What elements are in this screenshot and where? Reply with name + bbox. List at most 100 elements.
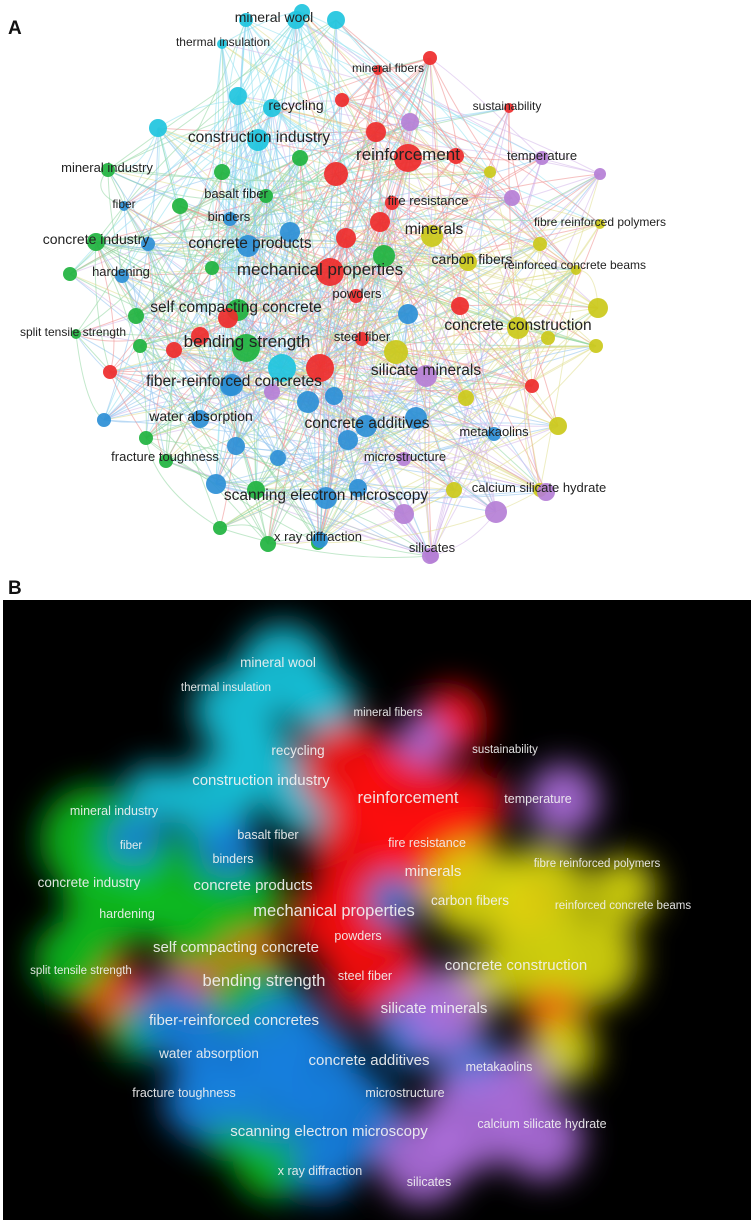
network-link xyxy=(295,19,455,491)
network-link xyxy=(317,351,397,544)
density-label-calcium-silicate-hydrate: calcium silicate hydrate xyxy=(477,1117,606,1131)
density-blob xyxy=(589,856,657,924)
network-link xyxy=(121,275,217,485)
network-node xyxy=(260,536,276,552)
density-label-microstructure: microstructure xyxy=(365,1086,444,1100)
network-node xyxy=(594,168,606,180)
network-node xyxy=(139,431,153,445)
network-link xyxy=(281,261,469,369)
network-link xyxy=(271,107,381,223)
density-blob xyxy=(198,820,258,880)
network-link xyxy=(424,375,433,557)
network-link xyxy=(245,243,541,349)
network-link xyxy=(455,155,559,427)
density-label-construction-industry: construction industry xyxy=(192,772,330,789)
network-link xyxy=(103,384,233,423)
network-link xyxy=(391,202,577,271)
label-metakaolins: metakaolins xyxy=(459,424,529,439)
network-node xyxy=(484,166,496,178)
density-blob xyxy=(547,914,639,1006)
network-node xyxy=(268,354,296,382)
network-node xyxy=(458,390,474,406)
network-link xyxy=(329,131,377,273)
density-blob xyxy=(367,874,419,926)
network-link xyxy=(317,489,541,544)
network-link xyxy=(271,107,469,263)
network-link xyxy=(229,107,273,220)
network-link xyxy=(179,205,461,307)
density-label-silicates: silicates xyxy=(407,1175,451,1189)
label-hardening: hardening xyxy=(92,264,150,279)
node-fire-resistance xyxy=(385,196,399,210)
density-label-water-absorption: water absorption xyxy=(158,1046,259,1061)
network-link xyxy=(403,173,601,460)
network-link xyxy=(377,69,391,223)
label-water-absorption: water absorption xyxy=(148,408,253,424)
network-link xyxy=(235,69,379,447)
node-microstructure xyxy=(397,452,411,466)
network-link xyxy=(459,305,559,427)
label-mineral-fibers: mineral fibers xyxy=(352,61,424,75)
network-node xyxy=(247,481,265,499)
network-link xyxy=(69,205,125,275)
network-link xyxy=(333,269,577,397)
label-self-compacting-concrete: self compacting concrete xyxy=(150,299,321,316)
label-thermal-insulation: thermal insulation xyxy=(176,35,270,49)
density-label-fiber: fiber xyxy=(120,840,143,852)
node-basalt-fiber xyxy=(259,189,273,203)
network-link xyxy=(395,223,601,353)
network-link xyxy=(215,11,303,485)
label-split-tensile-strength: split tensile strength xyxy=(20,325,126,339)
network-link xyxy=(355,295,427,377)
density-label-temperature: temperature xyxy=(504,792,571,806)
label-reinforced-concrete-beams: reinforced concrete beams xyxy=(504,258,646,272)
network-node xyxy=(227,437,245,455)
network-link xyxy=(109,195,267,373)
label-microstructure: microstructure xyxy=(364,449,446,464)
network-link xyxy=(271,107,601,225)
label-construction-industry: construction industry xyxy=(188,129,330,146)
network-link xyxy=(147,243,577,271)
network-link xyxy=(145,243,155,439)
label-mechanical-properties: mechanical properties xyxy=(237,260,403,279)
node-scanning-electron-microscopy xyxy=(315,487,337,509)
network-link xyxy=(107,19,337,171)
label-basalt-fiber: basalt fiber xyxy=(204,186,268,201)
network-link xyxy=(199,418,405,515)
node-concrete-additives xyxy=(355,415,377,437)
network-node xyxy=(349,479,367,497)
network-link xyxy=(459,304,599,309)
node-silicate-minerals xyxy=(415,365,437,387)
network-link xyxy=(345,237,599,309)
network-link xyxy=(235,171,491,447)
network-node xyxy=(448,148,464,164)
network-node xyxy=(589,339,603,353)
network-node xyxy=(213,521,227,535)
density-blob xyxy=(397,714,449,766)
network-link xyxy=(333,395,495,435)
network-link xyxy=(179,205,321,369)
network-link xyxy=(179,205,229,319)
network-node xyxy=(141,237,155,251)
network-link xyxy=(211,267,467,399)
network-node xyxy=(325,387,343,405)
panel-label-b: B xyxy=(8,578,22,599)
node-concrete-products xyxy=(237,235,259,257)
network-link xyxy=(155,349,175,462)
network-link xyxy=(221,43,601,175)
network-link xyxy=(69,157,301,275)
network-link xyxy=(297,11,331,273)
network-node xyxy=(422,548,438,564)
network-link xyxy=(489,171,533,387)
network-node xyxy=(588,298,608,318)
network-link xyxy=(75,19,247,335)
network-link xyxy=(317,295,357,544)
network-nodes xyxy=(63,4,608,564)
network-link xyxy=(94,241,111,373)
network-node xyxy=(191,327,209,345)
network-node xyxy=(306,354,334,382)
network-node xyxy=(103,365,117,379)
network-node xyxy=(549,417,567,435)
